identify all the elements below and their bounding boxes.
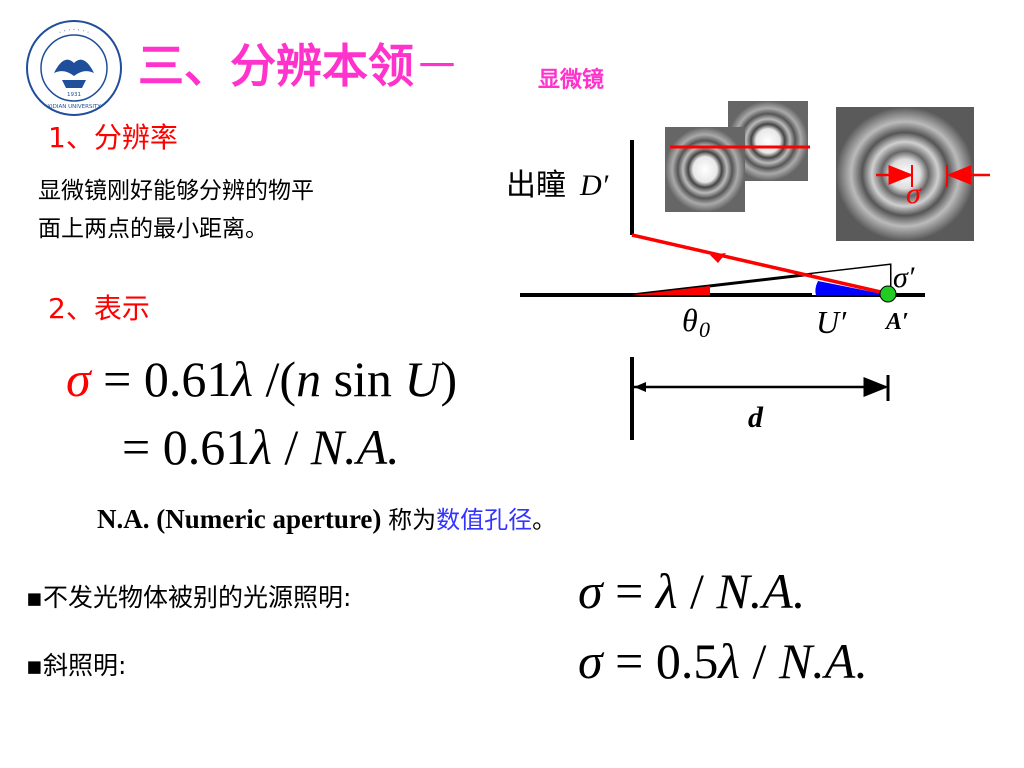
f1-eq: = (103, 351, 132, 407)
u-prime-wedge (815, 281, 888, 295)
b2-eq: = (615, 633, 644, 689)
pupil-symbol: D′ (579, 169, 609, 202)
section1-text: 显微镜刚好能够分辨的物平 面上两点的最小距离。 (38, 172, 314, 248)
red-ray (631, 233, 886, 295)
u-prime-label: U′ (816, 304, 847, 340)
title-main-text: 三、分辨本领 (138, 39, 414, 93)
theta-label: θ (682, 302, 698, 338)
b1-na: N.A. (716, 563, 806, 619)
f2-lambda: λ (250, 419, 272, 475)
f2-na: N.A. (310, 419, 400, 475)
image-point (879, 285, 897, 303)
na-note: N.A. (Numeric aperture) 称为数值孔径。 (97, 500, 556, 535)
na-abbr: N.A. (Numeric aperture) (97, 504, 382, 534)
optics-diagram: σ 出瞳 D′ σ′ θ 0 U′ A′ d (506, 101, 990, 440)
b2-sigma: σ (578, 633, 603, 689)
b1-div: / (690, 563, 704, 619)
diagram-sigma-prime: σ′ (893, 261, 915, 294)
f1-coef: 0.61 (143, 351, 232, 407)
slide-title: 三、分辨本领－ (138, 30, 460, 96)
formula-1: σ = 0.61λ /(n sin U) (66, 350, 457, 408)
title-dash: － (414, 39, 460, 93)
svg-text:· · · · · · ·: · · · · · · · (58, 26, 91, 37)
f1-close: ) (440, 351, 458, 407)
logo-year: 1931 (67, 92, 81, 98)
bullet2-formula: σ = 0.5λ / N.A. (578, 632, 868, 690)
bullet2-text: ▪斜照明: (26, 651, 127, 680)
section1-line2: 面上两点的最小距离。 (38, 216, 268, 242)
b1-lambda: λ (655, 563, 678, 619)
b2-lambda: λ (718, 633, 741, 689)
f1-n: n (296, 351, 322, 407)
theta-subscript: 0 (699, 317, 710, 342)
section1-line1: 显微镜刚好能够分辨的物平 (38, 178, 314, 204)
na-end: 。 (532, 506, 557, 534)
f2-div: / (284, 419, 299, 475)
a-prime-label: A′ (884, 309, 909, 335)
na-term: 数值孔径 (436, 506, 533, 534)
b1-eq: = (615, 563, 644, 619)
f2-eq: = (122, 419, 151, 475)
pupil-label: 出瞳 (506, 168, 566, 203)
f1-sigma: σ (66, 351, 91, 407)
formula-2: = 0.61λ / N.A. (122, 418, 400, 476)
section1-heading: 1、分辨率 (48, 121, 178, 154)
bullet1-text: ▪不发光物体被别的光源照明: (26, 583, 352, 612)
slide-subtitle: 显微镜 (538, 68, 605, 93)
logo-university-text: XIDIAN UNIVERSITY (47, 104, 101, 110)
na-called: 称为 (388, 506, 437, 534)
f1-div: /( (265, 351, 297, 407)
airy-image-front (665, 127, 745, 212)
diagram-sigma: σ (906, 177, 922, 210)
b1-sigma: σ (578, 563, 603, 619)
f1-sin: sin (333, 351, 392, 407)
b2-div: / (752, 633, 767, 689)
section2-heading: 2、表示 (48, 292, 150, 325)
d-label: d (748, 401, 764, 434)
f1-U: U (404, 351, 441, 407)
bullet1-formula: σ = λ / N.A. (578, 562, 805, 620)
f1-lambda: λ (231, 351, 254, 407)
b2-coef: 0.5 (655, 633, 719, 689)
theta-wedge (632, 286, 710, 295)
b2-na: N.A. (778, 633, 868, 689)
f2-coef: 0.61 (162, 419, 251, 475)
university-logo: · · · · · · · XIDIAN UNIVERSITY 1931 (26, 20, 122, 116)
